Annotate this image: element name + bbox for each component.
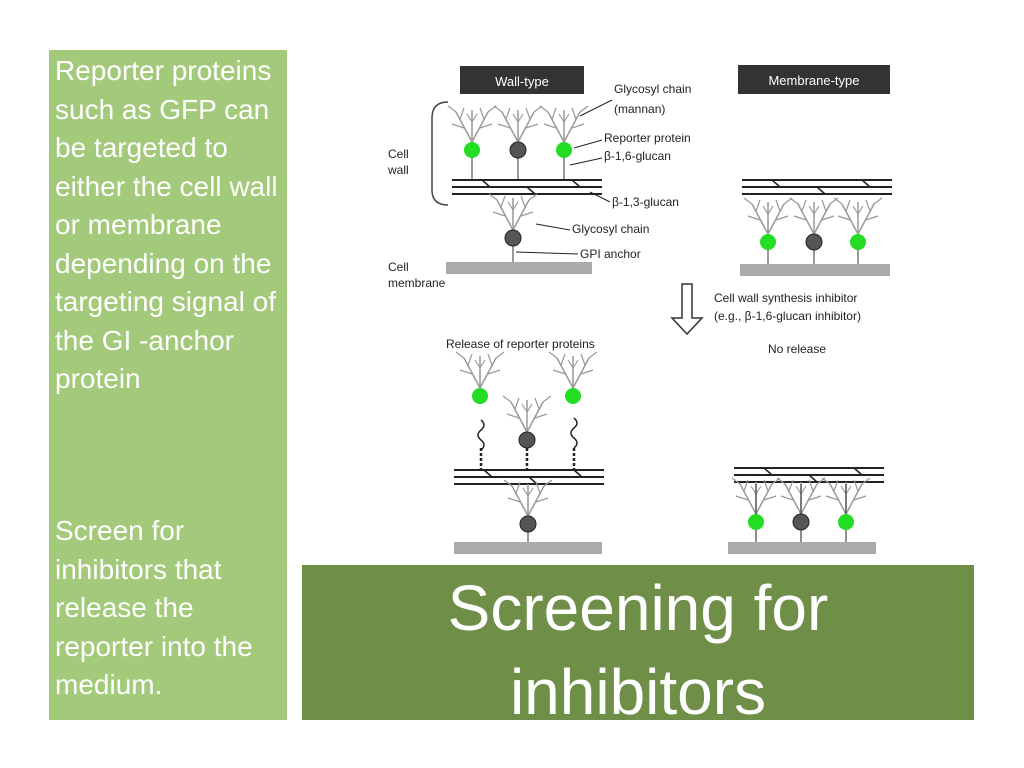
released-reporter-icon (472, 388, 488, 404)
release-label: Release of reporter proteins (446, 337, 595, 351)
cell-wall-bracket (431, 101, 449, 206)
cell-membrane-bar (728, 542, 876, 554)
reporter-protein-label: Reporter protein (604, 131, 691, 145)
membrane-type-label-box (738, 65, 890, 94)
glycosyl-chain-mannan-label: Glycosyl chain (614, 82, 691, 96)
release-wave-icon (477, 419, 485, 451)
glycosyl-chain-mannan-label-2: (mannan) (614, 102, 665, 116)
wall-type-label: Wall-type (495, 74, 549, 89)
down-arrow-icon (670, 283, 704, 336)
release-wave-icon (570, 417, 578, 449)
beta-16-glucan-label: β-1,6-glucan (604, 149, 671, 163)
reporter-protein-icon (748, 514, 764, 530)
glycosyl-chain-label: Glycosyl chain (572, 222, 649, 236)
slide-title-line-2: inhibitors (509, 656, 767, 720)
no-release-label: No release (768, 342, 826, 356)
released-reporter-icon (565, 388, 581, 404)
reporter-protein-icon (760, 234, 776, 250)
inhibitor-example-label: (e.g., β-1,6-glucan inhibitor) (714, 309, 861, 323)
wall-type-label-box (460, 66, 584, 94)
membrane-type-label: Membrane-type (768, 73, 859, 88)
slide-title-line-1: Screening for (447, 572, 829, 644)
reporter-protein-icon (838, 514, 854, 530)
reporter-protein-icon (464, 142, 480, 158)
gpi-anchor-label: GPI anchor (580, 247, 641, 261)
reporter-protein-icon (850, 234, 866, 250)
inhibitor-label: Cell wall synthesis inhibitor (714, 291, 857, 305)
anchor-protein-icon (792, 513, 810, 531)
beta-13-glucan-label: β-1,3-glucan (612, 195, 679, 209)
left-text-panel: Reporter proteins such as GFP can be tar… (49, 50, 287, 720)
reporter-protein-icon (556, 142, 572, 158)
cell-membrane-bar (740, 264, 890, 276)
anchor-protein-icon (518, 431, 536, 449)
anchor-protein-icon (805, 233, 823, 251)
cell-membrane-bar (446, 262, 592, 274)
cell-wall-label-1: Cell (388, 147, 409, 161)
cell-membrane-bar (454, 542, 602, 554)
anchor-protein-icon (509, 141, 527, 159)
cell-wall-label-2: wall (387, 163, 409, 177)
cell-membrane-label-2: membrane (388, 276, 446, 290)
description-paragraph: Reporter proteins such as GFP can be tar… (55, 55, 278, 394)
screen-paragraph: Screen for inhibitors that release the r… (55, 515, 253, 700)
anchor-protein-icon (504, 229, 522, 247)
title-banner: Screening for inhibitors (302, 565, 974, 720)
cell-membrane-label-1: Cell (388, 260, 409, 274)
anchor-protein-icon (519, 515, 537, 533)
